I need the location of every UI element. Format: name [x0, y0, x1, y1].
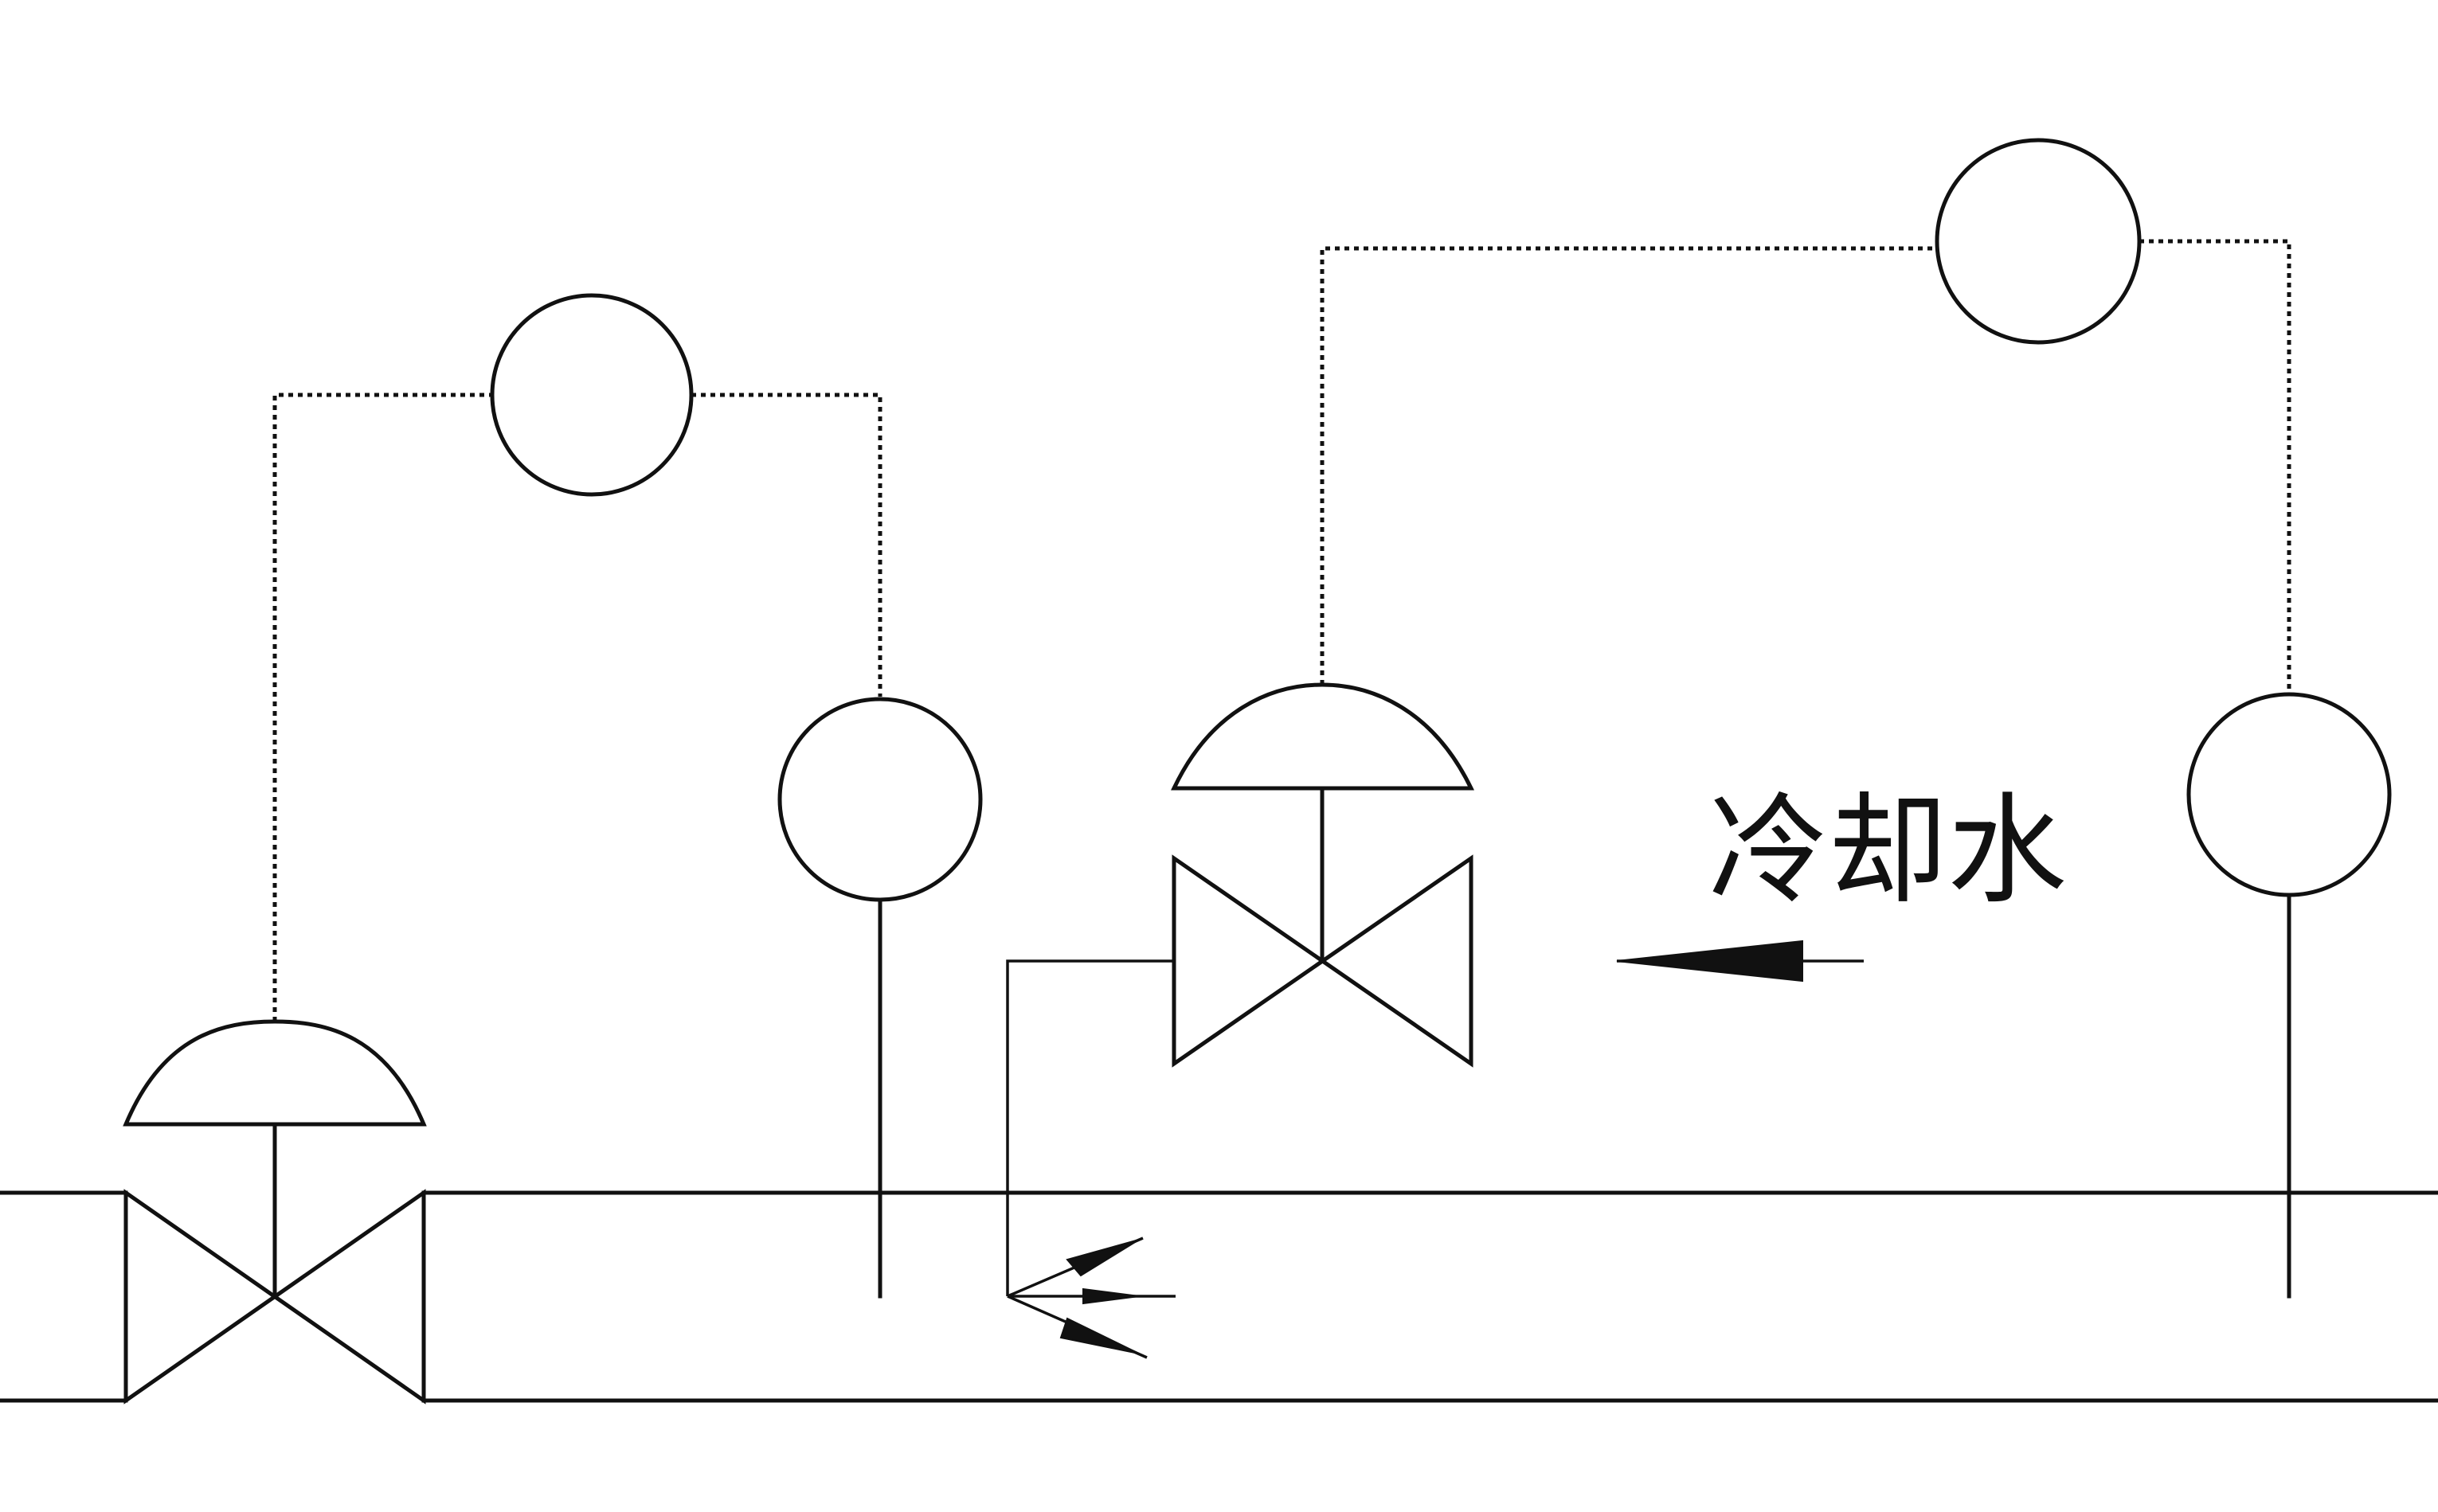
transmitter-left — [777, 697, 983, 1299]
cooling-water-injection-line — [1006, 959, 1174, 1296]
transmitter-right — [2186, 692, 2392, 1299]
cooling-water-valve — [1171, 682, 1474, 1068]
signal-line-right — [1320, 239, 2291, 694]
main-control-valve — [123, 1019, 427, 1405]
valve-actuator-left — [123, 1019, 427, 1127]
main-pipe — [0, 1190, 2438, 1403]
controller-left — [490, 293, 694, 497]
cooling-water-flow-arrow — [1616, 940, 1864, 983]
cooling-water-label: 冷却水 — [1708, 782, 2067, 920]
spray-arrows — [1007, 1237, 1176, 1359]
controller-right — [1935, 138, 2142, 345]
valve-actuator-middle — [1171, 682, 1474, 791]
